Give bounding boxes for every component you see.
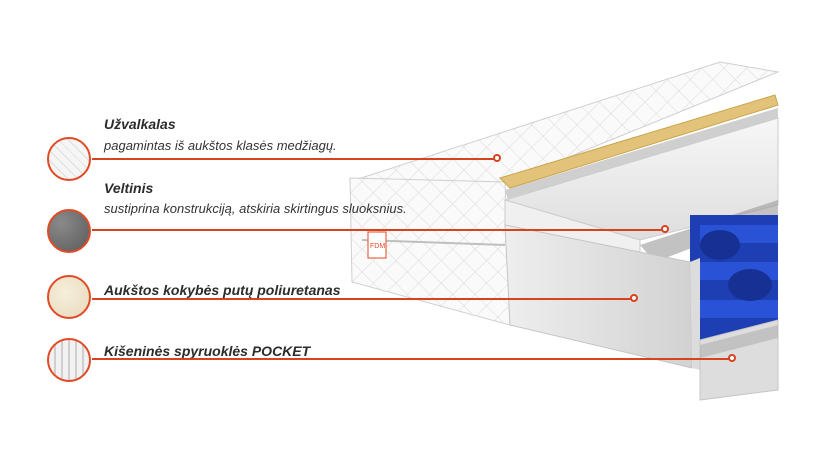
layer-title-foam: Aukštos kokybės putų poliuretanas xyxy=(104,282,341,298)
layer-title-springs: Kišeninės spyruoklės POCKET xyxy=(104,343,311,359)
foam-block-side xyxy=(690,258,700,370)
callout-line-cover xyxy=(92,158,497,160)
felt-strip xyxy=(499,94,779,189)
cover-swatch-icon xyxy=(47,137,91,181)
callout-line-foam xyxy=(92,298,634,300)
pocket-springs xyxy=(690,215,778,340)
callout-dot-foam xyxy=(630,294,638,302)
layer-title-felt: Veltinis xyxy=(104,180,154,196)
callout-line-springs xyxy=(92,358,732,360)
callout-dot-springs xyxy=(728,354,736,362)
brand-logo: FDM xyxy=(370,243,385,250)
layer-title-cover: Užvalkalas xyxy=(104,116,176,132)
foam-swatch-icon xyxy=(47,275,91,319)
callout-dot-felt xyxy=(661,225,669,233)
felt-swatch-icon xyxy=(47,209,91,253)
layer-desc-felt: sustiprina konstrukciją, atskiria skirti… xyxy=(104,201,407,216)
callout-dot-cover xyxy=(493,154,501,162)
callout-line-felt xyxy=(92,229,665,231)
layer-desc-cover: pagamintas iš aukštos klasės medžiagų. xyxy=(104,138,337,153)
base-layer xyxy=(699,319,779,401)
spring-swatch-icon xyxy=(47,338,91,382)
